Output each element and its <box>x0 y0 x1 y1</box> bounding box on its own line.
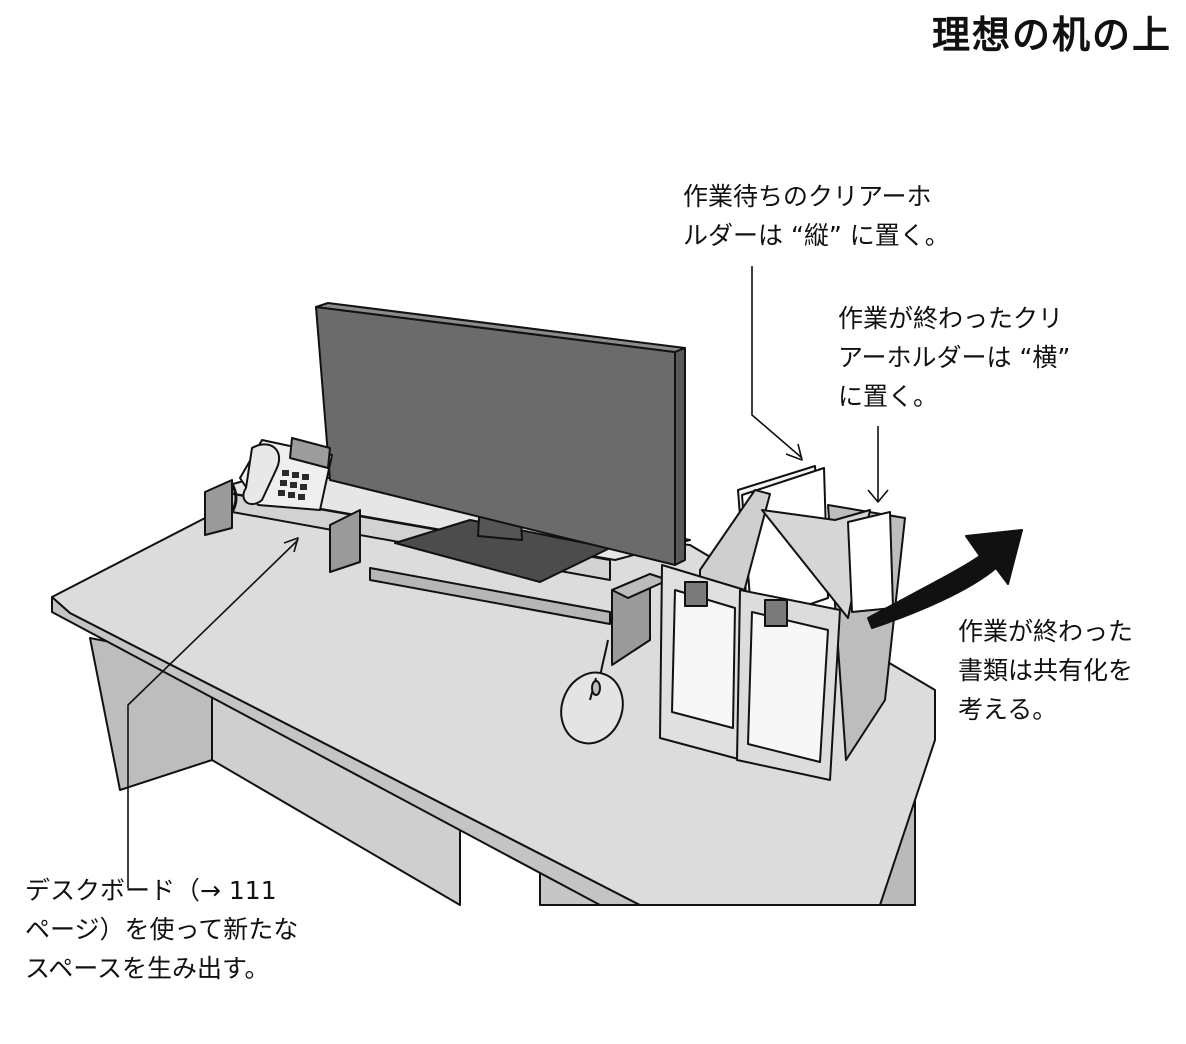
annotation-line: 書類は共有化を <box>958 656 1134 685</box>
share-arrow-icon <box>867 529 1023 629</box>
callout-lines <box>127 266 889 888</box>
mouse-icon <box>560 639 624 745</box>
callout-arrow-deskboard <box>283 537 299 553</box>
annotation-line: スペースを生み出す。 <box>25 954 270 983</box>
annotation-line: ページ）を使って新たな <box>25 915 299 944</box>
callout-line-deskboard <box>127 539 299 888</box>
callout-arrow-vertical <box>785 443 803 461</box>
telephone-icon <box>230 437 333 513</box>
monitor-icon <box>315 302 686 583</box>
page-title: 理想の机の上 <box>931 13 1172 57</box>
annotation-desk-board: デスクボード（→ 111 ページ）を使って新たな スペースを生み出す。 <box>25 871 298 988</box>
annotation-line: 作業待ちのクリアーホ <box>683 182 932 211</box>
callout-line-vertical <box>751 266 803 459</box>
callout-arrow-horizontal <box>867 489 889 503</box>
file-box-icon <box>659 465 906 781</box>
annotation-vertical-holder: 作業待ちのクリアーホ ルダーは “縦” に置く。 <box>683 177 950 255</box>
annotation-line: 作業が終わったクリ <box>838 304 1064 333</box>
annotation-line: アーホルダーは “横” <box>838 343 1071 372</box>
annotation-share-documents: 作業が終わった 書類は共有化を 考える。 <box>958 612 1133 729</box>
annotation-line: ルダーは “縦” に置く。 <box>683 221 950 250</box>
annotation-line: に置く。 <box>838 382 939 411</box>
annotation-horizontal-holder: 作業が終わったクリ アーホルダーは “横” に置く。 <box>838 299 1070 416</box>
annotation-line: 考える。 <box>958 695 1058 724</box>
annotation-line: 作業が終わった <box>958 617 1134 646</box>
annotation-line: デスクボード（→ 111 <box>25 876 277 905</box>
